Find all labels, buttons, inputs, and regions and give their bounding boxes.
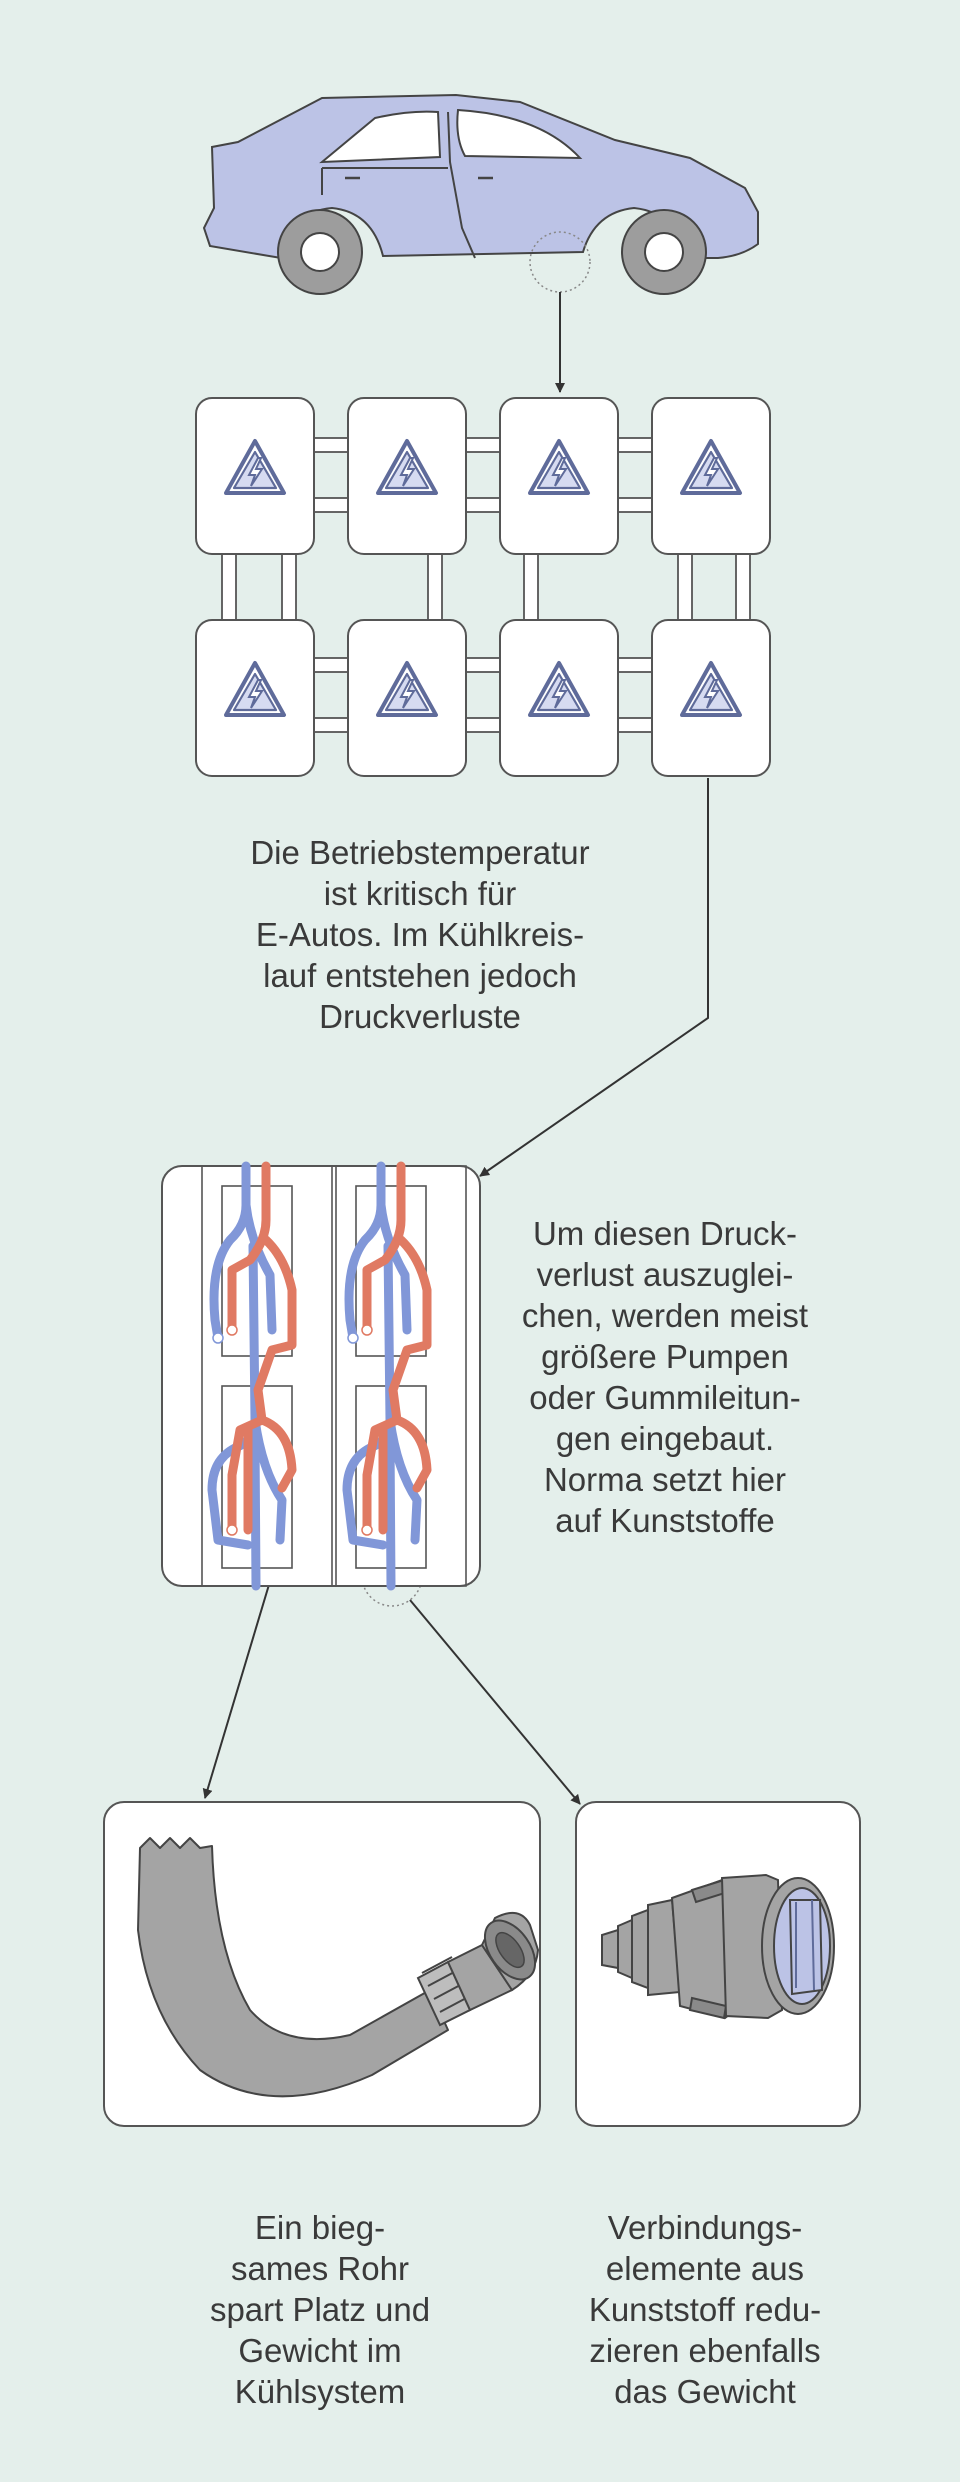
arrow-module-to-connector <box>409 1599 581 1805</box>
bent-pipe-icon <box>137 1837 540 2098</box>
car-icon <box>202 93 759 295</box>
arrow-module-to-pipe <box>202 1557 278 1799</box>
arrow-battery-to-module <box>479 778 709 1177</box>
plastic-connector-icon <box>601 1873 835 2020</box>
bent-pipe-panel <box>103 1801 541 2127</box>
caption-operating-temperature: Die Betriebstemperatur ist kritisch für … <box>250 834 590 1035</box>
cooling-module <box>161 1161 481 1591</box>
battery-pack <box>195 397 771 777</box>
caption-flexible-pipe: Ein bieg- sames Rohr spart Platz und Gew… <box>209 2209 431 2410</box>
callout-circle <box>529 231 591 293</box>
caption-pressure-loss: Um diesen Druck- verlust auszuglei- chen… <box>521 1215 809 1539</box>
connector-panel <box>575 1801 861 2127</box>
caption-connectors: Verbindungs- elemente aus Kunststoff red… <box>588 2209 822 2410</box>
